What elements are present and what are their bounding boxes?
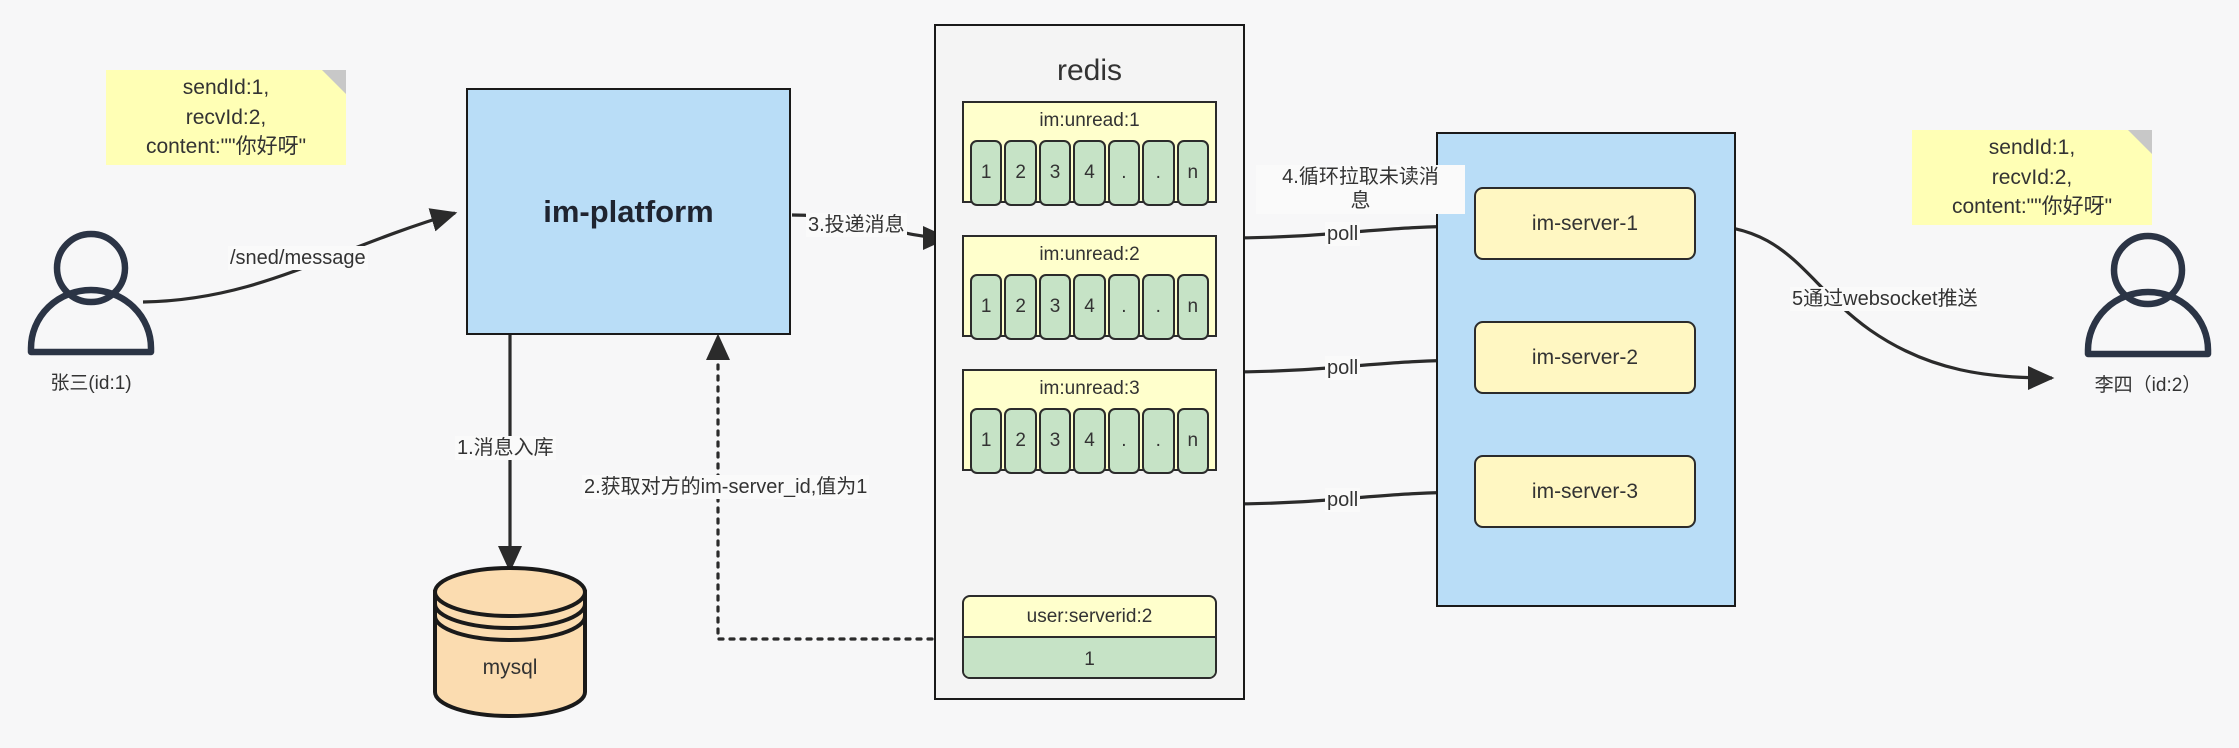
unread-group-1[interactable]: im:unread:1 1 2 3 4 . . n [962, 101, 1217, 206]
cell[interactable]: 4 [1073, 140, 1106, 206]
cell[interactable]: 1 [970, 408, 1003, 474]
edge-label-step4: 4.循环拉取未读消 息 [1256, 165, 1465, 214]
user-serverid-key: user:serverid:2 [1026, 606, 1153, 627]
cell[interactable]: . [1142, 140, 1175, 206]
unread-group-1-key: im:unread:1 [1039, 110, 1140, 131]
cell[interactable]: n [1176, 274, 1209, 340]
edge-label-poll-2: poll [1325, 356, 1361, 381]
sender-label: 张三(id:1) [50, 373, 132, 394]
note-fold-icon [2128, 130, 2152, 154]
note-fold-icon [322, 70, 346, 94]
unread-group-3[interactable]: im:unread:3 1 2 3 4 . . n [962, 369, 1217, 474]
edge-label-poll-1: poll [1325, 222, 1361, 247]
note-right-text: sendId:1, recvId:2, content:""你好呀" [1951, 135, 2113, 219]
edge-label-send-message: /sned/message [228, 246, 368, 271]
cell[interactable]: . [1107, 408, 1141, 474]
cell[interactable]: n [1176, 408, 1209, 474]
note-left-text: sendId:1, recvId:2, content:""你好呀" [145, 75, 307, 159]
receiver-actor-icon [2084, 232, 2212, 358]
im-server-1-label: im-server-1 [1531, 211, 1639, 235]
cell[interactable]: . [1107, 140, 1141, 206]
note-right-message: sendId:1, recvId:2, content:""你好呀" [1912, 130, 2152, 225]
cell[interactable]: 2 [1004, 140, 1037, 206]
cell[interactable]: . [1142, 408, 1175, 474]
unread-group-2-key: im:unread:2 [1039, 244, 1140, 265]
cell[interactable]: 4 [1073, 274, 1106, 340]
edge-label-step1: 1.消息入库 [455, 436, 556, 461]
edge-label-step5: 5通过websocket推送 [1790, 287, 1980, 312]
redis-title: redis [1056, 54, 1123, 87]
cell[interactable]: 3 [1038, 140, 1072, 206]
cell[interactable]: . [1107, 274, 1141, 340]
user-serverid-value: 1 [964, 636, 1215, 677]
im-server-2-box[interactable]: im-server-2 [1474, 321, 1696, 394]
unread-group-2-cells: 1 2 3 4 . . n [964, 274, 1215, 344]
im-platform-label: im-platform [543, 193, 714, 229]
edge-label-step3: 3.投递消息 [806, 213, 907, 238]
mysql-label: mysql [482, 656, 538, 679]
mysql-database-icon [433, 566, 587, 718]
unread-group-2[interactable]: im:unread:2 1 2 3 4 . . n [962, 235, 1217, 340]
unread-group-1-cells: 1 2 3 4 . . n [964, 140, 1215, 210]
sender-actor-icon [27, 230, 155, 356]
unread-group-3-cells: 1 2 3 4 . . n [964, 408, 1215, 478]
cell[interactable]: n [1176, 140, 1209, 206]
note-left-message: sendId:1, recvId:2, content:""你好呀" [106, 70, 346, 165]
cell[interactable]: 2 [1004, 408, 1037, 474]
cell[interactable]: 4 [1073, 408, 1106, 474]
im-server-3-label: im-server-3 [1531, 479, 1639, 503]
cell[interactable]: 3 [1038, 408, 1072, 474]
receiver-label: 李四（id:2） [2094, 375, 2202, 396]
cell[interactable]: 1 [970, 140, 1003, 206]
cell[interactable]: 3 [1038, 274, 1072, 340]
cell[interactable]: . [1142, 274, 1175, 340]
user-serverid-box[interactable]: user:serverid:2 1 [962, 595, 1217, 679]
im-server-1-box[interactable]: im-server-1 [1474, 187, 1696, 260]
edge-label-step2: 2.获取对方的im-server_id,值为1 [582, 475, 870, 500]
cell[interactable]: 2 [1004, 274, 1037, 340]
unread-group-3-key: im:unread:3 [1039, 378, 1140, 399]
im-server-3-box[interactable]: im-server-3 [1474, 455, 1696, 528]
im-platform-box[interactable]: im-platform [466, 88, 791, 335]
edge-label-poll-3: poll [1325, 488, 1361, 513]
im-server-2-label: im-server-2 [1531, 345, 1639, 369]
cell[interactable]: 1 [970, 274, 1003, 340]
